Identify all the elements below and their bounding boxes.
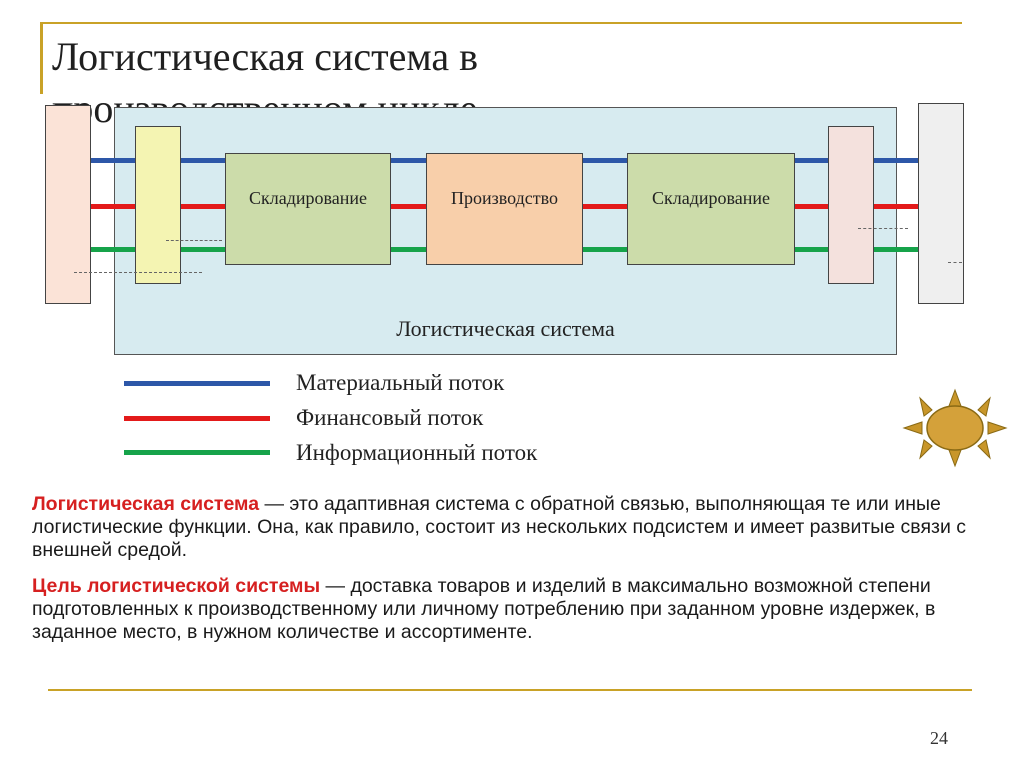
dash-mark [74, 272, 202, 275]
dash-mark [858, 228, 908, 231]
legend-financial-label: Финансовый поток [296, 405, 484, 430]
dash-mark [166, 240, 222, 243]
definition-text: — это адаптивная система с обратной связ… [32, 493, 967, 561]
dash-mark [948, 262, 962, 265]
slide-title-line1: Логистическая система в [52, 34, 479, 79]
bottom-gold-line [48, 689, 972, 691]
block-storage-in: Складирование [225, 153, 391, 265]
legend-information-label: Информационный поток [296, 440, 538, 465]
sun-icon[interactable] [902, 388, 1008, 468]
block-storage-out: Складирование [627, 153, 795, 265]
page-number: 24 [930, 728, 948, 748]
legend-information-swatch [124, 450, 270, 455]
block-production-label: Производство [451, 187, 558, 208]
system-label: Логистическая система [396, 316, 615, 341]
definition-term: Цель логистической системы [32, 575, 321, 597]
external-supplier-pillar [45, 105, 91, 304]
top-gold-line [40, 22, 962, 24]
legend-material-label: Материальный поток [296, 370, 505, 395]
definition-logistics-system: Логистическая система — это адаптивная с… [32, 493, 982, 562]
block-production: Производство [426, 153, 583, 265]
block-storage-in-label: Складирование [248, 187, 368, 208]
block-storage-out-label: Складирование [651, 187, 771, 208]
definition-term: Логистическая система [32, 493, 260, 515]
distribution-subsystem-pillar [828, 126, 874, 284]
external-consumer-pillar [918, 103, 964, 304]
procurement-subsystem-pillar [135, 126, 181, 284]
legend-material-swatch [124, 381, 270, 386]
definition-text: — доставка товаров и изделий в максималь… [32, 575, 936, 643]
left-gold-line [40, 22, 43, 94]
legend-financial-swatch [124, 416, 270, 421]
definition-goal: Цель логистической системы — доставка то… [32, 575, 982, 644]
